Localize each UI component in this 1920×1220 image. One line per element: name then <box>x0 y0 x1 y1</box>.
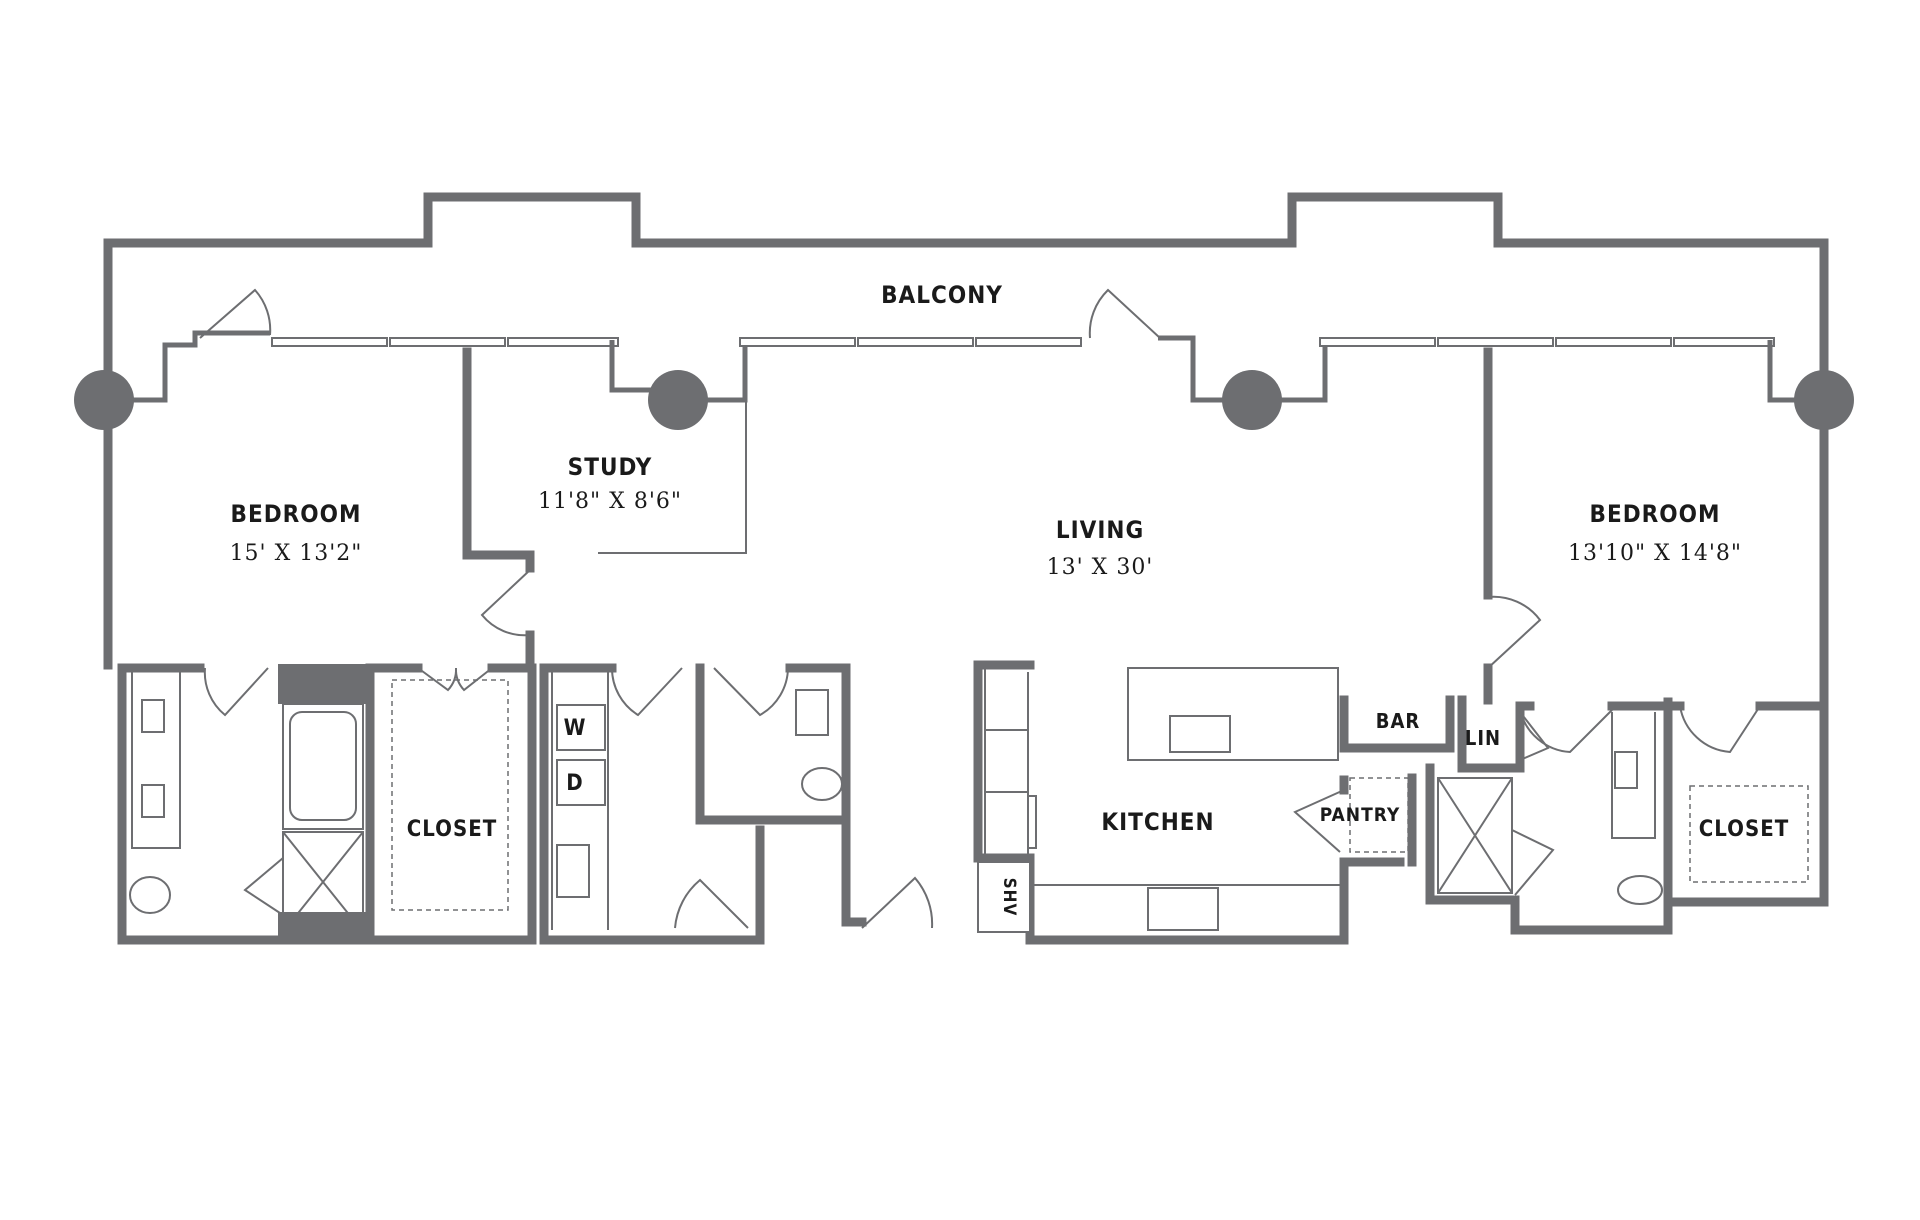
front-door <box>861 876 934 929</box>
bath-vanity <box>131 668 181 849</box>
toilet <box>1617 875 1663 905</box>
facade-middle <box>700 345 748 403</box>
balcony-railing <box>103 192 1829 410</box>
cooktop <box>1147 887 1219 931</box>
facade-middle-2 <box>1158 335 1225 403</box>
dryer <box>556 759 606 806</box>
window <box>1437 337 1554 347</box>
shower-door <box>1511 829 1555 896</box>
linen-door <box>1519 711 1550 761</box>
wall-study-right <box>598 402 747 554</box>
wall-bedroom-study <box>462 347 535 573</box>
shower-base <box>278 912 370 940</box>
balcony-door-left <box>199 288 272 339</box>
facade-left <box>130 330 270 403</box>
kitchen-island <box>1127 667 1339 761</box>
entry-door <box>674 878 749 929</box>
kitchen-sink <box>1169 715 1231 753</box>
sink <box>556 844 590 898</box>
right-bath-door <box>1519 709 1613 754</box>
bar-label: BAR <box>1376 709 1421 733</box>
closet-doors-left <box>417 667 493 692</box>
washer-label: W <box>564 716 587 741</box>
linen-label: LIN <box>1465 726 1501 750</box>
laundry-walls <box>539 663 757 945</box>
washer <box>556 704 606 751</box>
bath-left-door <box>203 667 269 717</box>
bedroom-right-label: BEDROOM <box>1590 500 1721 528</box>
kitchen-bottom-wall <box>1025 857 1349 945</box>
shower-x <box>1437 777 1513 894</box>
window <box>271 337 388 347</box>
window <box>507 337 619 347</box>
window <box>389 337 506 347</box>
study-door <box>480 569 531 637</box>
shelves-label: SHV <box>999 878 1019 917</box>
bedroom-right-door <box>1487 595 1542 669</box>
pantry-wall <box>1339 775 1405 867</box>
window <box>1319 337 1436 347</box>
closet-left-label: CLOSET <box>407 817 497 842</box>
right-bath-walls <box>1425 697 1673 935</box>
sink <box>1614 751 1638 789</box>
linen-walls <box>1457 695 1525 773</box>
hall-bath-walls <box>695 663 851 825</box>
toilet <box>129 876 171 914</box>
refrigerator <box>1027 795 1037 849</box>
dryer-label: D <box>566 771 583 796</box>
kitchen-pantry-wall <box>984 665 1029 855</box>
shower-door <box>243 857 284 916</box>
window <box>739 337 856 347</box>
study-dims: 11'8" X 8'6" <box>538 489 682 514</box>
window <box>857 337 974 347</box>
closet-right-label: CLOSET <box>1699 817 1789 842</box>
hall-bath-door <box>713 667 789 717</box>
bedroom-right-dims: 13'10" X 14'8" <box>1568 541 1742 566</box>
pantry-door <box>1293 789 1345 853</box>
toilet <box>801 767 843 801</box>
closet-left-shelf <box>391 679 509 911</box>
living-dims: 13' X 30' <box>1047 555 1154 580</box>
window <box>975 337 1082 347</box>
column <box>1222 370 1282 430</box>
balcony-door-middle <box>1088 288 1161 339</box>
bar-wall <box>1339 695 1455 753</box>
balcony-label: BALCONY <box>881 281 1003 309</box>
shelf-unit <box>977 861 1031 933</box>
study-label: STUDY <box>568 453 653 481</box>
facade-right-2 <box>1767 340 1800 403</box>
pantry-label: PANTRY <box>1320 804 1400 826</box>
right-bath-vanity <box>1611 712 1656 839</box>
sink <box>141 784 165 818</box>
laundry-counter <box>551 668 609 930</box>
bathtub-inner <box>289 711 357 821</box>
closet-right-shelf <box>1689 785 1809 883</box>
sink <box>795 689 829 736</box>
exterior-wall-right <box>1663 395 1829 907</box>
closet-right-door <box>1679 705 1761 754</box>
sink <box>141 699 165 733</box>
window <box>1555 337 1672 347</box>
shower-block <box>278 664 370 704</box>
facade-left-2 <box>609 340 660 393</box>
laundry-door <box>610 667 683 717</box>
living-label: LIVING <box>1056 516 1144 544</box>
window <box>1673 337 1775 347</box>
bedroom-left-label: BEDROOM <box>231 500 362 528</box>
facade-right <box>1280 345 1328 403</box>
kitchen-label: KITCHEN <box>1101 808 1214 836</box>
column <box>648 370 708 430</box>
bedroom-left-dims: 15' X 13'2" <box>230 541 363 566</box>
